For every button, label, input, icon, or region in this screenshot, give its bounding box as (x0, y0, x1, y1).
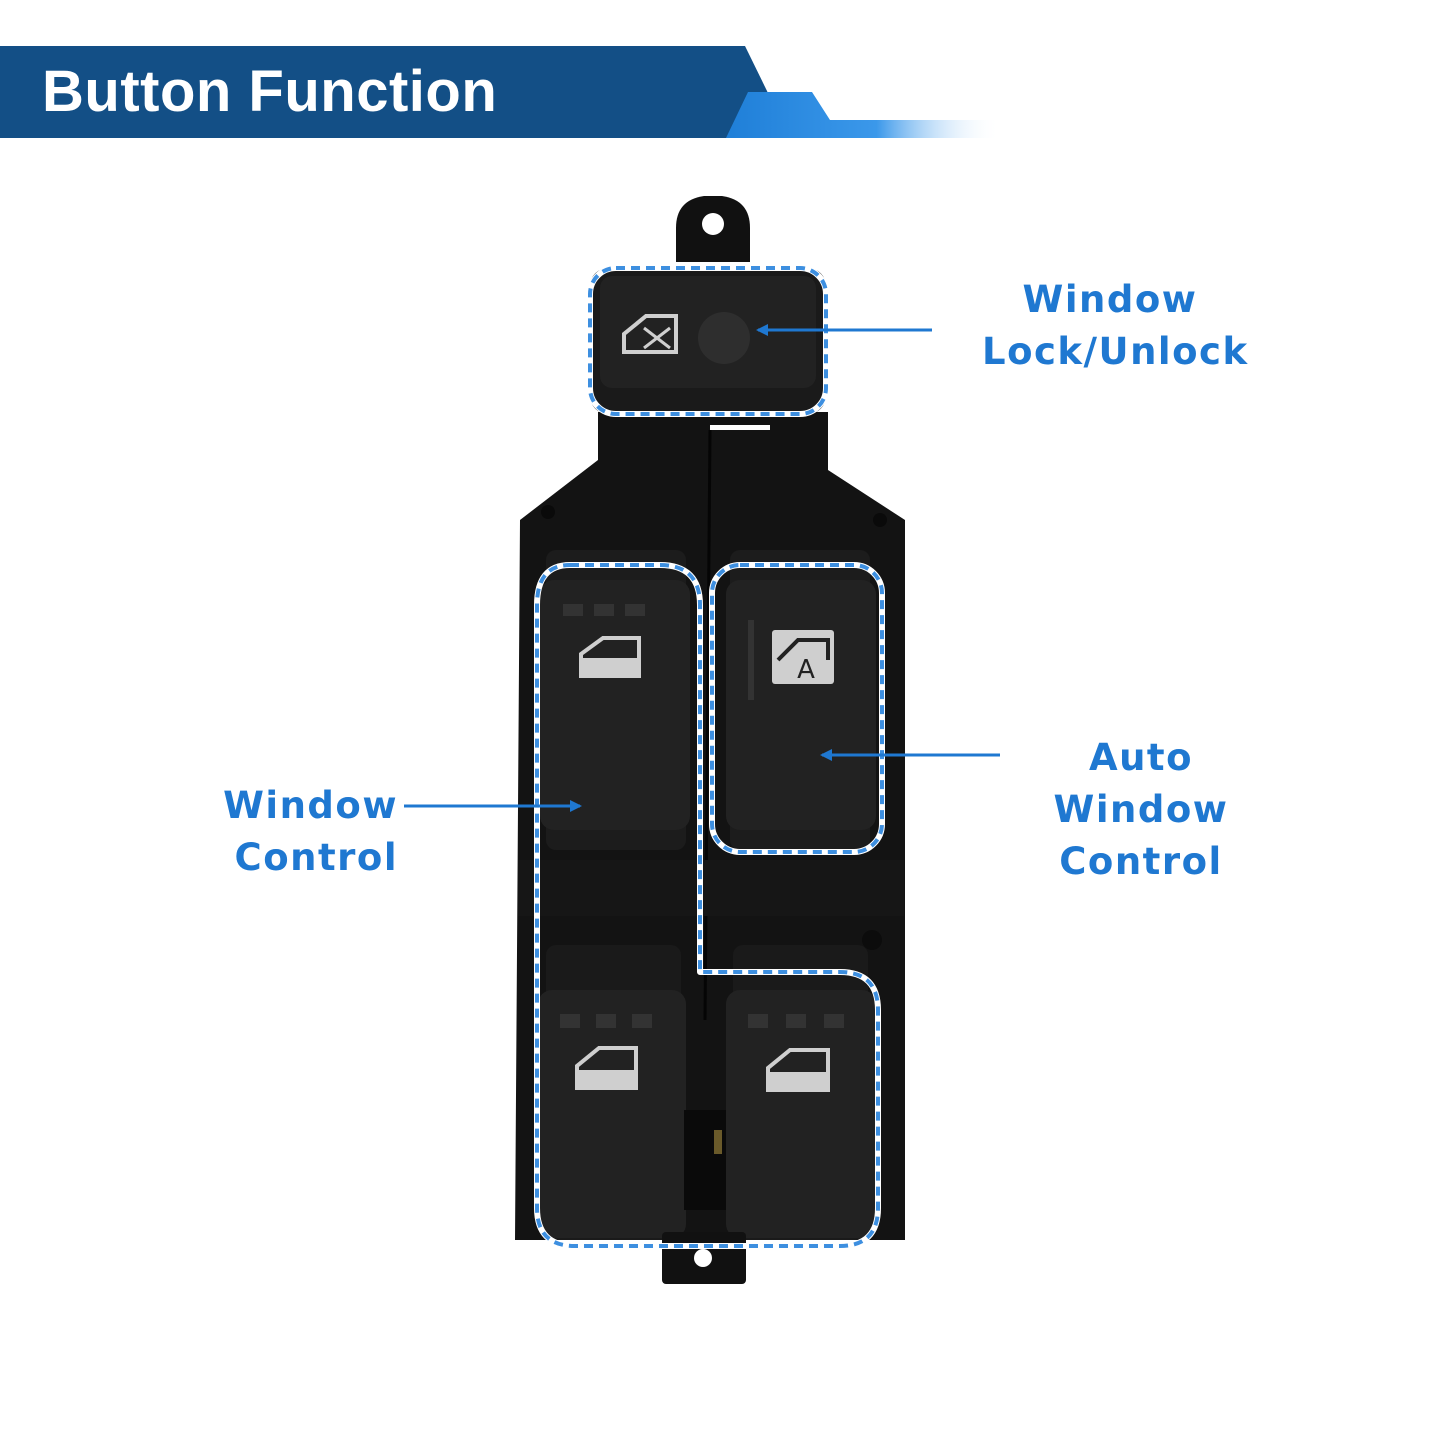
label-line: Control (1059, 840, 1223, 883)
window-icon (766, 1048, 830, 1092)
page-title: Button Function (42, 59, 498, 124)
window-control-label: Window Control (222, 780, 398, 884)
auto-letter: A (797, 655, 815, 685)
highlight-outlines (534, 265, 885, 1249)
header-banner (0, 46, 1000, 138)
window-lock-icon (622, 314, 678, 354)
banner-shape (0, 46, 1000, 138)
bottom-mounting-tab (662, 1232, 746, 1284)
rear-right-window-switch (726, 945, 876, 1240)
window-lock-unlock-label: Window Lock/Unlock (982, 274, 1249, 378)
auto-window-outline (710, 563, 884, 854)
label-line: Window (223, 784, 398, 827)
lock-outline (588, 266, 828, 416)
window-icon (579, 636, 641, 678)
rear-left-window-switch (538, 945, 686, 1240)
auto-window-control-label: Auto Window Control (1000, 732, 1282, 888)
lock-button (590, 268, 826, 414)
window-icon (575, 1046, 638, 1090)
label-line: Auto Window (1053, 736, 1229, 831)
label-line: Lock/Unlock (982, 330, 1249, 373)
label-line: Control (234, 836, 398, 879)
auto-window-icon: A (772, 630, 834, 685)
window-control-outline (535, 563, 880, 1248)
label-line: Window (1022, 278, 1198, 321)
front-left-window-switch (540, 550, 690, 850)
top-mounting-tab (676, 196, 750, 262)
front-right-auto-window-switch: A (726, 550, 876, 850)
